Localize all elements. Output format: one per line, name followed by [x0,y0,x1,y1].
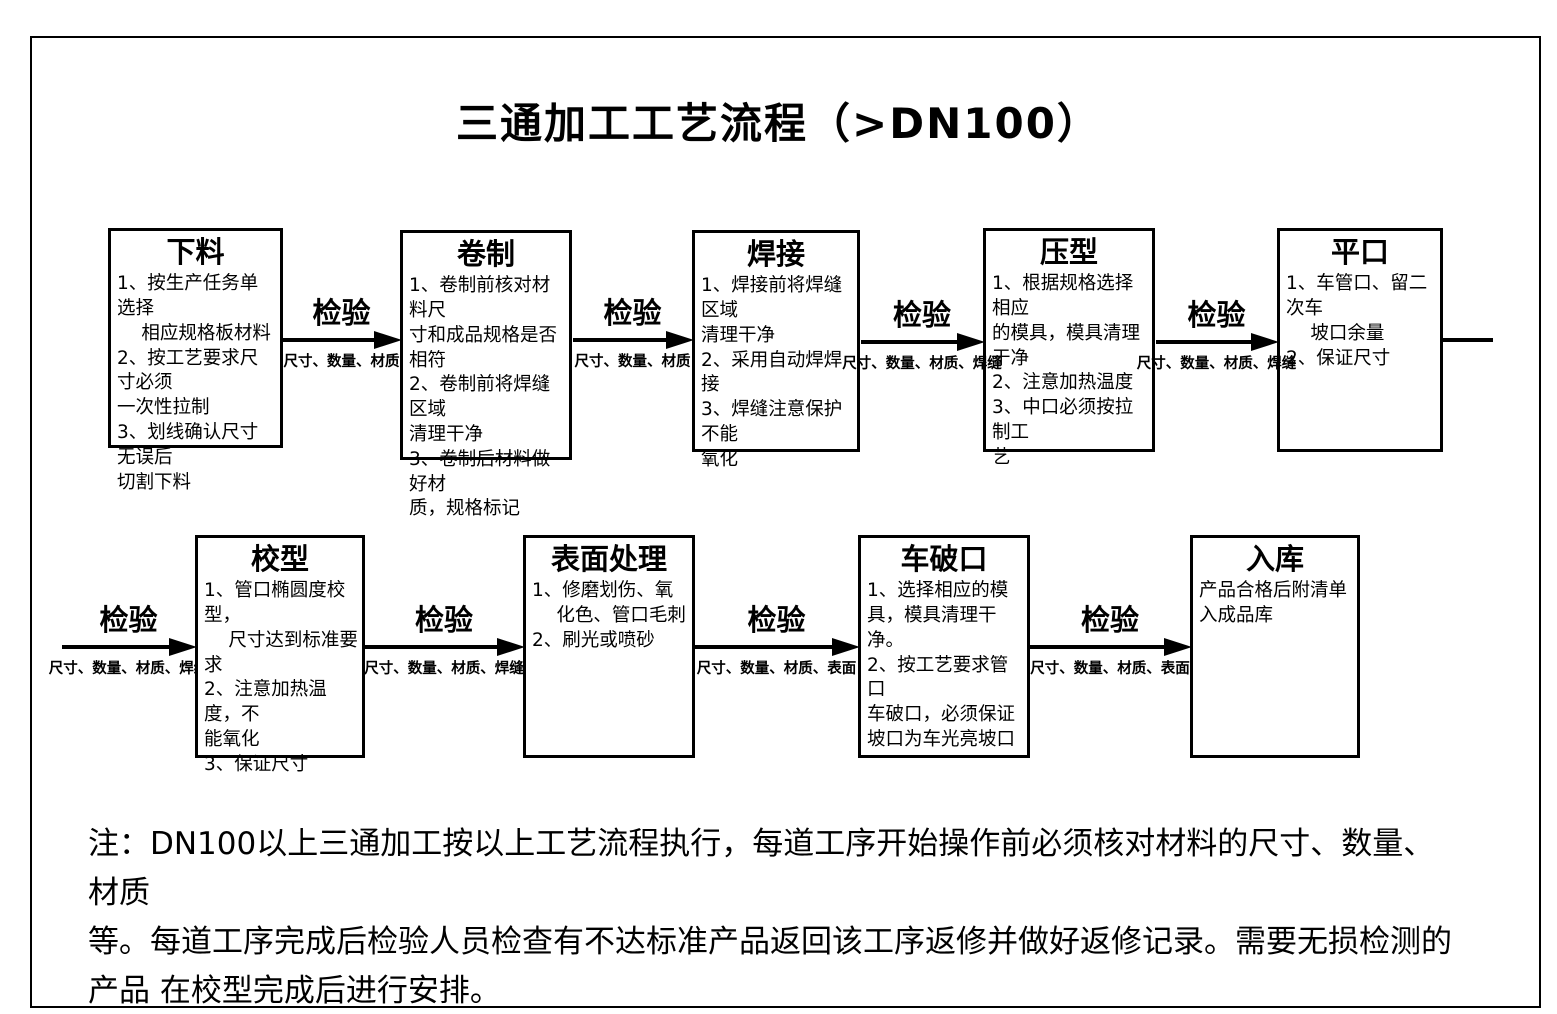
process-box-body: 1、焊接前将焊缝区域 清理干净 2、采用自动焊焊接 3、焊缝注意保护不能 氧化 [701,275,843,470]
inspection-criteria: 尺寸、数量、材质、焊缝 [48,661,209,678]
inspection-label: 检验 [892,298,951,332]
arrow-line [283,331,402,350]
process-box-body: 1、卷制前核对材料尺 寸和成品规格是否相符 2、卷制前将焊缝区域 清理干净 3、… [409,275,558,520]
process-box-title: 下料 [166,235,225,269]
process-box-title: 校型 [250,542,309,576]
inspection-label: 检验 [414,603,473,637]
process-box-title: 车破口 [900,542,988,576]
inspection-arrow-7: 检验 尺寸、数量、材质、表面 [695,603,860,678]
arrow-head-icon [1251,333,1279,352]
process-box-title: 入库 [1245,542,1304,576]
inspection-label: 检验 [603,296,662,330]
arrow-line [1156,333,1279,352]
process-box-facing: 平口 1、车管口、留二次车 坡口余量 2、保证尺寸 [1277,228,1443,452]
process-box-title: 卷制 [456,237,515,271]
process-box-body: 1、管口椭圆度校型， 尺寸达到标准要求 2、注意加热温度，不 能氧化 3、保证尺… [204,580,358,775]
inspection-criteria: 尺寸、数量、材质、焊缝 [1136,356,1297,373]
arrow-line [861,333,985,352]
process-box-welding: 焊接 1、焊接前将焊缝区域 清理干净 2、采用自动焊焊接 3、焊缝注意保护不能 … [692,230,860,470]
process-box-warehousing: 入库 产品合格后附清单 入成品库 [1190,535,1360,758]
arrow-head-icon [1164,638,1192,657]
inspection-criteria: 尺寸、数量、材质、焊缝 [364,661,524,678]
note-text: 注：DN100以上三通加工按以上工艺流程执行，每道工序开始操作前必须核对材料的尺… [88,826,1452,1009]
process-box-body: 1、车管口、留二次车 坡口余量 2、保证尺寸 [1286,273,1428,369]
diagram-title: 三通加工工艺流程（>DN100） [456,99,1101,148]
arrow-head-icon [957,333,985,352]
inspection-label: 检验 [99,603,158,637]
process-box-title: 表面处理 [550,542,667,576]
inspection-label: 检验 [1187,298,1246,332]
inspection-criteria: 尺寸、数量、材质、表面 [1030,661,1190,678]
inspection-arrow-3: 检验 尺寸、数量、材质、焊缝 [842,298,1002,373]
process-box-title: 压型 [1039,235,1098,269]
drawing-frame [30,36,1541,1008]
row1-exit-line [1443,338,1493,342]
inspection-label: 检验 [312,296,371,330]
inspection-criteria: 尺寸、数量、材质、表面 [696,661,857,678]
inspection-arrow-1: 检验 尺寸、数量、材质 [283,296,402,371]
arrow-line [365,638,525,657]
inspection-arrow-6: 检验 尺寸、数量、材质、焊缝 [364,603,525,678]
inspection-arrow-4: 检验 尺寸、数量、材质、焊缝 [1137,298,1297,373]
process-box-rolling: 卷制 1、卷制前核对材料尺 寸和成品规格是否相符 2、卷制前将焊缝区域 清理干净… [400,230,572,519]
process-box-calibration: 校型 1、管口椭圆度校型， 尺寸达到标准要求 2、注意加热温度，不 能氧化 3、… [195,535,365,775]
process-box-body: 产品合格后附清单 入成品库 [1199,580,1348,627]
arrow-head-icon [169,638,197,657]
process-box-title: 平口 [1330,235,1389,269]
inspection-arrow-2: 检验 尺寸、数量、材质 [573,296,694,371]
process-box-press-forming: 压型 1、根据规格选择相应 的模具，模具清理干净 2、注意加热温度 3、中口必须… [983,228,1155,468]
process-box-beveling: 车破口 1、选择相应的模 具，模具清理干净。 2、按工艺要求管口 车破口，必须保… [858,535,1030,758]
process-box-body: 1、选择相应的模 具，模具清理干净。 2、按工艺要求管口 车破口，必须保证 坡口… [867,580,1016,751]
arrow-line [1030,638,1192,657]
inspection-label: 检验 [1080,603,1139,637]
inspection-criteria: 尺寸、数量、材质、焊缝 [842,356,1002,373]
arrow-line [62,638,197,657]
inspection-label: 检验 [747,603,806,637]
inspection-criteria: 尺寸、数量、材质 [283,354,400,371]
process-box-title: 焊接 [746,237,805,271]
arrow-head-icon [497,638,525,657]
arrow-line [573,331,694,350]
process-box-body: 1、根据规格选择相应 的模具，模具清理干净 2、注意加热温度 3、中口必须按拉制… [992,273,1141,468]
process-box-surface-treatment: 表面处理 1、修磨划伤、氧 化色、管口毛刺 2、刷光或喷砂 [523,535,695,758]
process-box-body: 1、按生产任务单选择 相应规格板材料 2、按工艺要求尺寸必须 一次性拉制 3、划… [117,273,271,493]
arrow-head-icon [832,638,860,657]
process-box-blanking: 下料 1、按生产任务单选择 相应规格板材料 2、按工艺要求尺寸必须 一次性拉制 … [108,228,283,493]
inspection-criteria: 尺寸、数量、材质 [574,354,691,371]
arrow-head-icon [666,331,694,350]
inspection-arrow-8: 检验 尺寸、数量、材质、表面 [1030,603,1192,678]
inspection-arrow-5: 检验 尺寸、数量、材质、焊缝 [49,603,209,678]
process-box-body: 1、修磨划伤、氧 化色、管口毛刺 2、刷光或喷砂 [532,580,686,651]
arrow-line [695,638,860,657]
arrow-head-icon [374,331,402,350]
